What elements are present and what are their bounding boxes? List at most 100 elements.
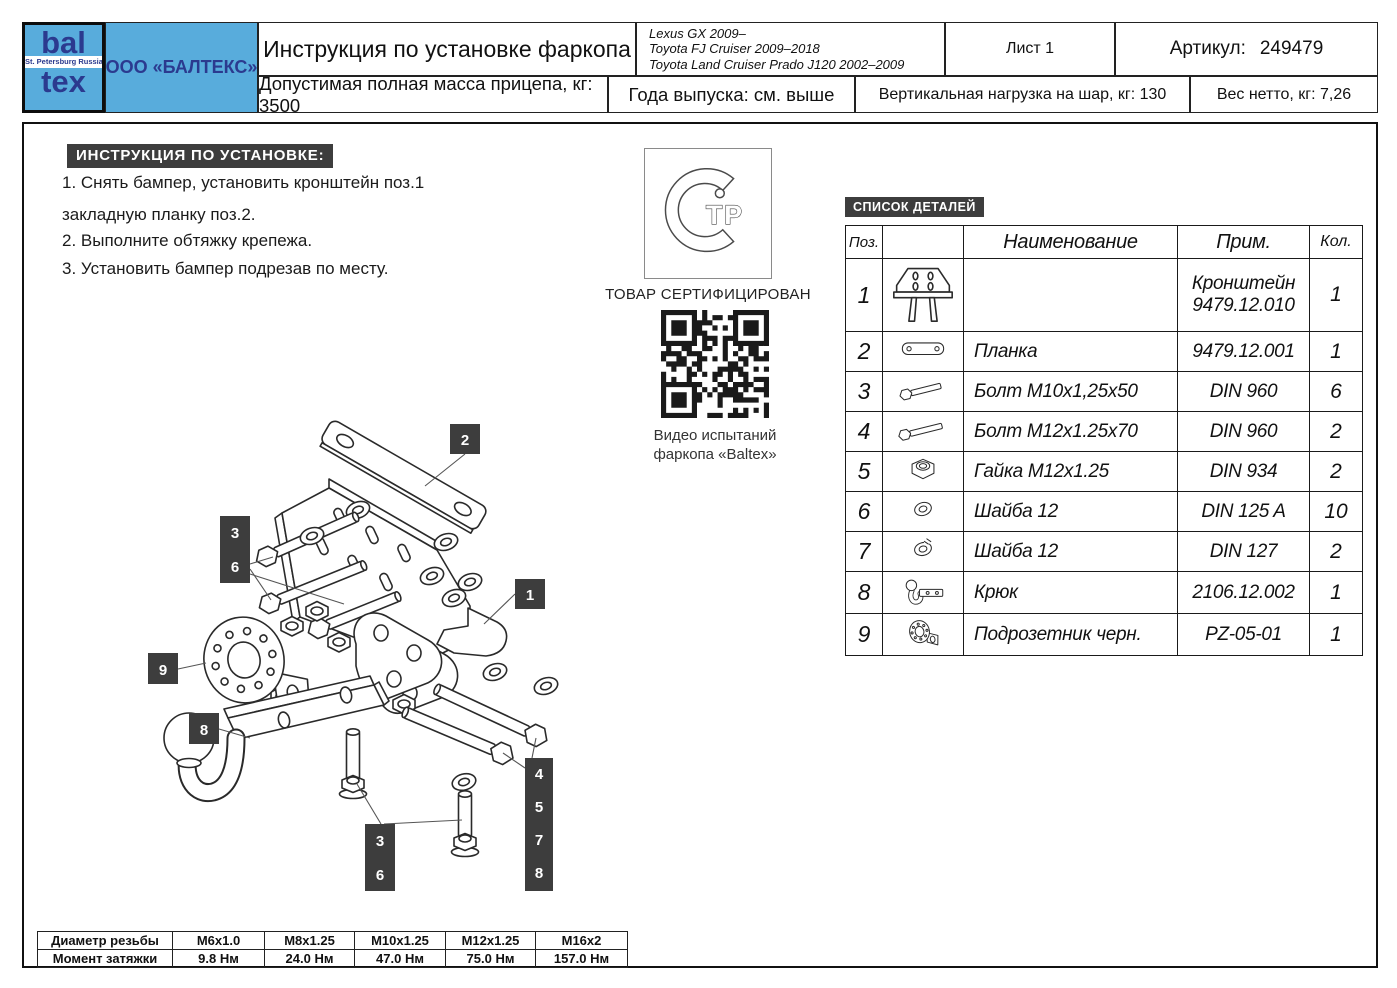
part-pos: 1 [845,258,883,332]
net-weight: Вес нетто, кг: 7,26 [1190,76,1378,113]
torque-cell: M6x1.0 [172,931,265,950]
part-qty: 1 [1309,571,1363,614]
part-note-line: 9479.12.001 [1192,340,1295,362]
torque-cell: 75.0 Нм [445,949,536,968]
torque-cell: Диаметр резьбы [37,931,173,950]
part-name: Подрозетник черн. [963,613,1178,656]
part-note-line: DIN 934 [1209,460,1278,482]
washer [480,659,510,685]
torque-cell: Момент затяжки [37,949,173,968]
logo-subtitle: St. Petersburg Russia [25,56,103,68]
table-row: 8 Крюк 2106.12.002 1 [845,571,1363,614]
table-row: 7 Шайба 12 DIN 127 2 [845,531,1363,572]
torque-cell: M12x1.25 [445,931,536,950]
stud-bolt [338,727,368,800]
part-note: Кронштейн 9479.12.010 [1177,258,1310,332]
callout-8: 8 [189,713,219,744]
receiver-bar [223,675,390,740]
col-image [882,225,964,259]
callout-label: 7 [535,832,543,849]
part-image [882,371,964,412]
instruction-step: закладную планку поз.2. [62,205,256,224]
part-image [882,258,964,332]
company-name: ООО «БАЛТЕКС» [105,22,258,113]
part-pos: 5 [845,451,883,492]
part-name: Шайба 12 [963,491,1178,532]
part-qty: 2 [1309,531,1363,572]
sheet-number: Лист 1 [945,22,1115,76]
production-years: Года выпуска: см. выше [608,76,855,113]
table-row: 3 Болт М10х1,25х50 DIN 960 6 [845,371,1363,412]
part-pos: 3 [845,371,883,412]
part-pos: 7 [845,531,883,572]
table-row: 4 Болт М12х1.25х70 DIN 960 2 [845,411,1363,452]
callout-label: 8 [200,722,208,739]
washer-icon [914,501,932,517]
parts-list-heading: СПИСОК ДЕТАЛЕЙ [845,197,984,217]
hook-icon [905,579,944,605]
callout-4-5-7-8: 4 5 7 8 [525,758,553,891]
plate-part-2 [319,420,487,535]
table-row: 6 Шайба 12 DIN 125 A 10 [845,491,1363,532]
instruction-step: 2. Выполните обтяжку крепежа. [62,231,313,250]
qr-caption-line: Видео испытаний [653,427,777,444]
callout-3-6-bottom: 3 6 [365,824,395,891]
part-pos: 4 [845,411,883,452]
part-image [882,531,964,572]
bolt [401,706,514,766]
stud-bolt [450,789,480,858]
bolt [433,683,548,748]
instruction-step: 1. Снять бампер, установить кронштейн по… [62,173,425,192]
torque-cell: M8x1.25 [264,931,355,950]
part-name [963,258,1178,332]
callout-label: 8 [535,865,543,882]
exploded-diagram: 2 3 6 1 9 8 3 6 [148,420,561,891]
part-pos: 6 [845,491,883,532]
parts-table-header: Поз. Наименование Прим. Кол. [845,225,1363,259]
bracket-icon [893,267,953,322]
table-row: 5 Гайка М12х1.25 DIN 934 2 [845,451,1363,492]
part-qty: 2 [1309,411,1363,452]
parts-table: Поз. Наименование Прим. Кол. 1 [845,225,1363,656]
callout-label: 6 [231,559,239,576]
part-name: Планка [963,331,1178,372]
instruction-step: 3. Установить бампер подрезав по месту. [62,259,389,278]
torque-cell: 157.0 Нм [535,949,628,968]
col-qty: Кол. [1309,225,1363,259]
part-name: Болт М10х1,25х50 [963,371,1178,412]
qr-caption-line: фаркопа «Baltex» [653,446,777,463]
nut [280,615,304,637]
article-value: 249479 [1259,38,1324,59]
model-line: Toyota Land Cruiser Prado J120 2002–2009 [649,56,905,72]
table-row: 1 Кронштейн 9479.12.010 1 [845,258,1363,332]
callout-label: 1 [526,587,534,604]
washer [531,673,561,699]
torque-table: Диаметр резьбы M6x1.0 M8x1.25 M10x1.25 M… [37,931,628,968]
bolt [258,560,368,615]
part-qty: 1 [1309,613,1363,656]
callout-label: 9 [159,662,167,679]
col-name: Наименование [963,225,1178,259]
part-note-line: 2106.12.002 [1192,581,1295,603]
part-note-line: DIN 960 [1209,420,1278,442]
callout-2: 2 [450,424,480,454]
model-line: Lexus GX 2009– [649,25,746,41]
part-qty: 1 [1309,331,1363,372]
part-pos: 8 [845,571,883,614]
table-row: Момент затяжки 9.8 Нм 24.0 Нм 47.0 Нм 75… [37,949,628,968]
part-qty: 2 [1309,451,1363,492]
table-row: 9 Подрозетник черн. PZ-05-01 1 [845,613,1363,656]
callout-label: 2 [461,432,469,449]
callout-1: 1 [515,579,545,609]
callout-label: 4 [535,766,544,783]
torque-cell: M16x2 [535,931,628,950]
part-qty: 1 [1309,258,1363,332]
part-qty: 6 [1309,371,1363,412]
certified-label: ТОВАР СЕРТИФИЦИРОВАН [605,286,811,303]
part-qty: 10 [1309,491,1363,532]
part-image [882,411,964,452]
baltex-logo: bal St. Petersburg Russia tex [22,22,105,113]
cert-mark-letters: ТР [706,200,744,230]
part-note-line: DIN 127 [1209,540,1278,562]
